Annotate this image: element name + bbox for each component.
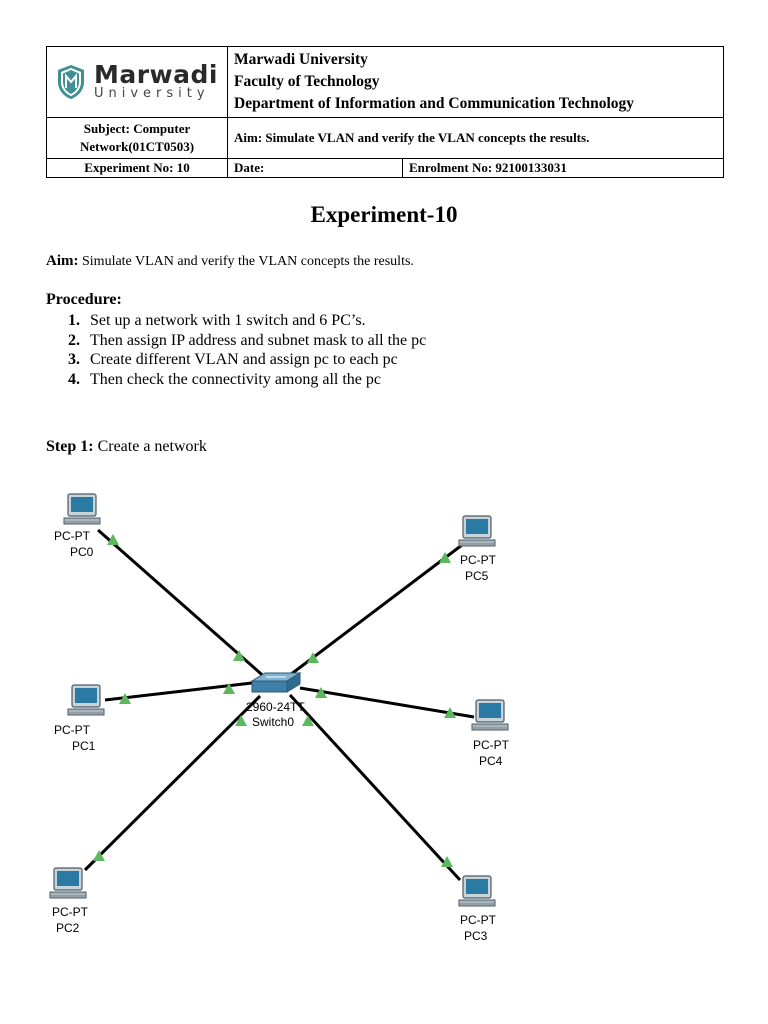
org-cell: Marwadi University Faculty of Technology… <box>227 46 724 118</box>
date-cell: Date: <box>227 158 403 178</box>
header-table: Marwadi University Marwadi University Fa… <box>46 46 724 178</box>
faculty-name: Faculty of Technology <box>234 73 380 90</box>
pc3-icon <box>458 875 496 907</box>
pc5-name: PC5 <box>465 569 489 583</box>
pc4-type: PC-PT <box>473 738 510 752</box>
list-item: 3.Create different VLAN and assign pc to… <box>68 351 398 368</box>
pc3-name: PC3 <box>464 929 488 943</box>
list-item: 1.Set up a network with 1 switch and 6 P… <box>68 312 366 329</box>
aim-cell: Aim: Simulate VLAN and verify the VLAN c… <box>227 117 724 159</box>
pc2-icon <box>49 867 87 899</box>
step1-label: Step 1: <box>46 438 94 455</box>
pc0-type: PC-PT <box>54 529 91 543</box>
aim-line: Aim: Simulate VLAN and verify the VLAN c… <box>46 253 414 270</box>
pc2-type: PC-PT <box>52 905 89 919</box>
pc3-type: PC-PT <box>460 913 497 927</box>
enrolment-cell: Enrolment No: 92100133031 <box>402 158 724 178</box>
switch-model-label: 2960-24TT <box>246 700 305 714</box>
department-name: Department of Information and Communicat… <box>234 95 635 112</box>
step1-text: Create a network <box>93 438 207 455</box>
pc1-name: PC1 <box>72 739 96 753</box>
pc0-icon <box>63 493 101 525</box>
procedure-list: 1.Set up a network with 1 switch and 6 P… <box>68 311 426 389</box>
list-item: 2.Then assign IP address and subnet mask… <box>68 331 427 349</box>
switch-icon <box>250 672 302 693</box>
aim-text: Simulate VLAN and verify the VLAN concep… <box>78 254 414 269</box>
link-pc2 <box>83 694 262 872</box>
link-pc4 <box>299 686 475 719</box>
subject-cell: Subject: Computer Network(01CT0503) <box>46 117 228 159</box>
shield-icon <box>57 65 84 99</box>
pc4-icon <box>471 699 509 731</box>
network-diagram: 2960-24TT Switch0 PC-PT PC0 PC-PT PC1 PC… <box>49 493 510 943</box>
pc1-icon <box>67 684 105 716</box>
procedure-heading: Procedure: <box>46 291 122 308</box>
aim-label: Aim: <box>46 253 79 269</box>
logo-name: Marwadi <box>93 60 218 89</box>
switch-name-label: Switch0 <box>252 715 294 729</box>
link-pc5 <box>285 543 463 680</box>
logo-subtitle: University <box>93 86 210 101</box>
logo-cell: Marwadi University <box>46 46 228 118</box>
university-name: Marwadi University <box>234 51 368 68</box>
university-logo: Marwadi University <box>47 60 227 101</box>
experiment-no-cell: Experiment No: 10 <box>46 158 228 178</box>
pc1-type: PC-PT <box>54 723 91 737</box>
step1-line: Step 1: Create a network <box>46 438 207 456</box>
list-item: 4.Then check the connectivity among all … <box>68 370 381 388</box>
pc2-name: PC2 <box>56 921 80 935</box>
page-title: Experiment-10 <box>310 202 458 227</box>
pc0-name: PC0 <box>70 545 94 559</box>
pc5-type: PC-PT <box>460 553 497 567</box>
pc4-name: PC4 <box>479 754 503 768</box>
pc5-icon <box>458 515 496 547</box>
link-pc3 <box>288 693 462 882</box>
